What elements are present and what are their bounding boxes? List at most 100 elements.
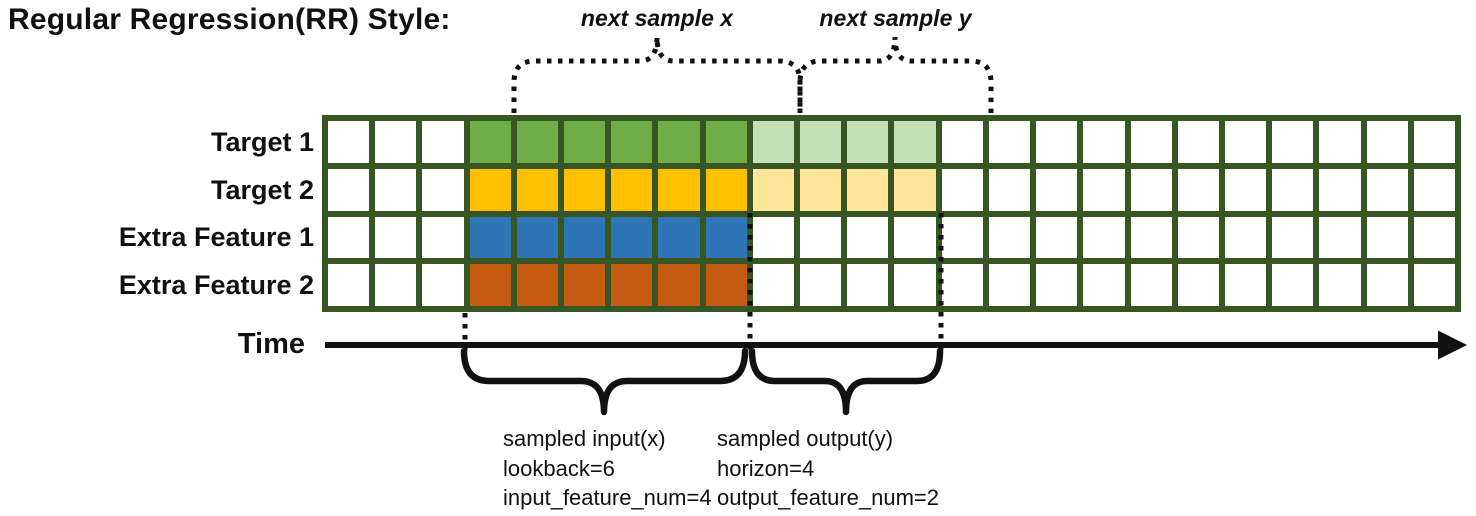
grid-cell <box>1224 168 1267 211</box>
grid-cell <box>1130 121 1172 163</box>
grid-cell <box>1413 264 1455 306</box>
grid-cell <box>1224 216 1267 259</box>
diagram-title: Regular Regression(RR) Style: <box>8 3 451 36</box>
row-label-target-2: Target 2 <box>210 174 314 205</box>
grid-cell <box>800 121 842 163</box>
grid-cell <box>941 264 983 306</box>
grid-cell <box>658 216 700 259</box>
grid-cell <box>988 264 1031 306</box>
grid-cell <box>1413 168 1455 211</box>
grid-cell <box>516 264 559 306</box>
grid-cell <box>941 168 983 211</box>
grid-cell <box>1366 216 1408 259</box>
grid-cell <box>752 264 795 306</box>
grid-cell <box>1319 216 1361 259</box>
sampled-output-brace <box>748 347 944 416</box>
grid-cell <box>988 121 1031 163</box>
grid-cell <box>1272 168 1314 211</box>
grid-cell <box>564 121 606 163</box>
grid-cell <box>328 216 370 259</box>
grid-cell <box>1036 121 1078 163</box>
grid-cell <box>1083 168 1125 211</box>
grid-cell <box>988 168 1031 211</box>
grid-cell <box>422 168 464 211</box>
grid-cell <box>611 168 653 211</box>
grid-cell <box>1366 264 1408 306</box>
grid-cell <box>1130 216 1172 259</box>
grid-cell <box>1130 168 1172 211</box>
grid-cell <box>1413 121 1455 163</box>
sampled-output-caption: sampled output(y) horizon=4 output_featu… <box>717 424 939 513</box>
next-sample-x-brace <box>511 36 803 113</box>
grid <box>322 115 1461 312</box>
grid-cell <box>1224 121 1267 163</box>
grid-cell <box>1272 121 1314 163</box>
sampled-input-brace <box>460 347 749 416</box>
grid-cell <box>1083 264 1125 306</box>
time-label: Time <box>237 328 305 360</box>
grid-cell <box>800 264 842 306</box>
time-arrow-head <box>1438 330 1467 360</box>
grid-cell <box>1413 216 1455 259</box>
grid-cell <box>469 264 511 306</box>
grid-cell <box>1272 264 1314 306</box>
grid-cell <box>941 216 983 259</box>
grid-cell <box>752 121 795 163</box>
row-label-extra-feature-2: Extra Feature 2 <box>118 269 314 300</box>
grid-cell <box>658 168 700 211</box>
grid-cell <box>1366 168 1408 211</box>
grid-cell <box>894 168 936 211</box>
grid-cell <box>564 168 606 211</box>
grid-cell <box>422 121 464 163</box>
grid-cell <box>1036 264 1078 306</box>
grid-cell <box>516 216 559 259</box>
grid-cell <box>516 121 559 163</box>
sampled-input-title: sampled input(x) <box>503 426 666 451</box>
grid-cell <box>375 264 417 306</box>
grid-cell <box>422 216 464 259</box>
row-label-extra-feature-1: Extra Feature 1 <box>118 222 314 252</box>
grid-cell <box>328 121 370 163</box>
grid-cell <box>658 264 700 306</box>
grid-cell <box>800 168 842 211</box>
grid-cell <box>658 121 700 163</box>
grid-cell <box>705 264 747 306</box>
grid-cell <box>847 121 889 163</box>
grid-cell <box>1177 168 1219 211</box>
grid-cell <box>375 216 417 259</box>
grid-cell <box>1036 216 1078 259</box>
grid-cell <box>611 121 653 163</box>
grid-cell <box>847 168 889 211</box>
grid-cell <box>375 168 417 211</box>
grid-cell <box>564 264 606 306</box>
grid-cell <box>1036 168 1078 211</box>
input-feature-num-value: input_feature_num=4 <box>503 485 712 510</box>
horizon-value: horizon=4 <box>717 455 815 481</box>
grid-cell <box>1177 216 1219 259</box>
grid-cell <box>1319 121 1361 163</box>
grid-cell <box>469 216 511 259</box>
sampled-output-title: sampled output(y) <box>717 426 894 451</box>
grid-cell <box>1319 264 1361 306</box>
grid-cell <box>1130 264 1172 306</box>
grid-cell <box>1224 264 1267 306</box>
grid-cell <box>705 216 747 259</box>
grid-cell <box>611 264 653 306</box>
grid-cell <box>941 121 983 163</box>
grid-cell <box>988 216 1031 259</box>
output-feature-num-value: output_feature_num=2 <box>717 485 940 510</box>
next-sample-x-label: next sample x <box>580 5 734 31</box>
grid-cell <box>375 121 417 163</box>
grid-cell <box>752 216 795 259</box>
row-label-target-1: Target 1 <box>210 126 314 157</box>
grid-cell <box>705 121 747 163</box>
grid-cell <box>705 168 747 211</box>
grid-cell <box>469 168 511 211</box>
grid-cell <box>611 216 653 259</box>
grid-cell <box>894 121 936 163</box>
lookback-value: lookback=6 <box>503 455 615 481</box>
grid-cell <box>1177 264 1219 306</box>
grid-cell <box>328 264 370 306</box>
grid-cell <box>847 264 889 306</box>
